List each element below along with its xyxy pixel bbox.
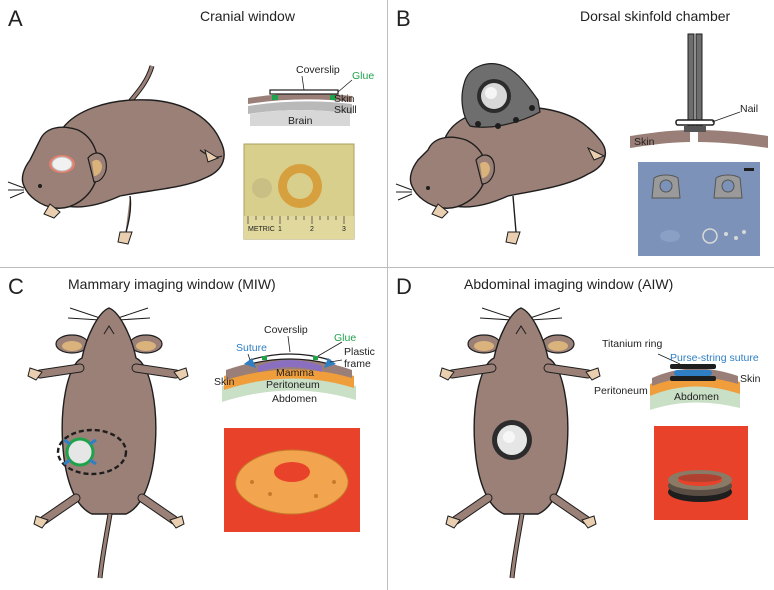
- panel-title: Cranial window: [200, 8, 295, 24]
- mouse-top-illustration: [439, 307, 601, 579]
- miw-cross-section: [222, 335, 356, 402]
- label-titanium-ring: Titanium ring: [602, 338, 663, 350]
- label-skin: Skin: [740, 373, 761, 385]
- label-skull: Skull: [334, 104, 357, 116]
- panel-letter: A: [8, 6, 23, 31]
- horizontal-divider: [0, 267, 774, 268]
- label-peritoneum: Peritoneum: [594, 385, 648, 397]
- label-skin: Skin: [634, 136, 655, 148]
- label-frame: frame: [344, 358, 371, 370]
- cranial-cross-section: [248, 75, 353, 126]
- label-skin: Skin: [334, 93, 355, 105]
- mouse-side-illustration: [7, 65, 225, 245]
- panel-c-mammary-imaging-window: C Mammary imaging window (MIW): [0, 268, 387, 590]
- label-coverslip: Coverslip: [296, 64, 340, 76]
- miw-photo: [224, 428, 360, 532]
- panel-letter: B: [396, 6, 411, 31]
- panel-b-dorsal-skinfold-chamber: B Dorsal skinfold chamber Nail S: [388, 0, 774, 267]
- panel-title: Dorsal skinfold chamber: [580, 8, 731, 24]
- mouse-top-illustration: [27, 307, 189, 579]
- ruler-metric: METRIC: [248, 226, 275, 233]
- label-brain: Brain: [288, 115, 313, 127]
- label-glue: Glue: [334, 332, 357, 344]
- label-suture: Suture: [236, 342, 267, 354]
- ruler-1: 1: [278, 226, 282, 233]
- panel-letter: C: [8, 274, 24, 299]
- aiw-photo: [654, 426, 748, 520]
- ruler-2: 2: [310, 226, 314, 233]
- aiw-cross-section: [650, 353, 740, 410]
- label-skin: Skin: [214, 376, 235, 388]
- label-purse-string-suture: Purse-string suture: [670, 352, 759, 364]
- panel-d-abdominal-imaging-window: D Abdominal imaging window (AIW): [388, 268, 774, 590]
- panel-a-cranial-window: A Cranial window Coversl: [0, 0, 387, 267]
- chamber-photo: [638, 162, 760, 256]
- label-glue: Glue: [352, 70, 375, 82]
- label-mamma: Mamma: [276, 367, 314, 379]
- skinfold-cross-section: [630, 33, 768, 148]
- label-abdomen: Abdomen: [674, 391, 719, 403]
- label-abdomen: Abdomen: [272, 393, 317, 405]
- label-nail: Nail: [740, 103, 759, 115]
- label-plastic: Plastic: [344, 346, 375, 358]
- label-coverslip: Coverslip: [264, 324, 308, 336]
- cranial-window-photo: [243, 143, 355, 240]
- label-peritoneum: Peritoneum: [266, 379, 320, 391]
- mouse-with-chamber-illustration: [395, 63, 607, 245]
- vertical-divider: [387, 0, 388, 590]
- panel-title: Abdominal imaging window (AIW): [464, 276, 674, 292]
- ruler-3: 3: [342, 226, 346, 233]
- panel-title: Mammary imaging window (MIW): [68, 276, 276, 292]
- panel-letter: D: [396, 274, 412, 299]
